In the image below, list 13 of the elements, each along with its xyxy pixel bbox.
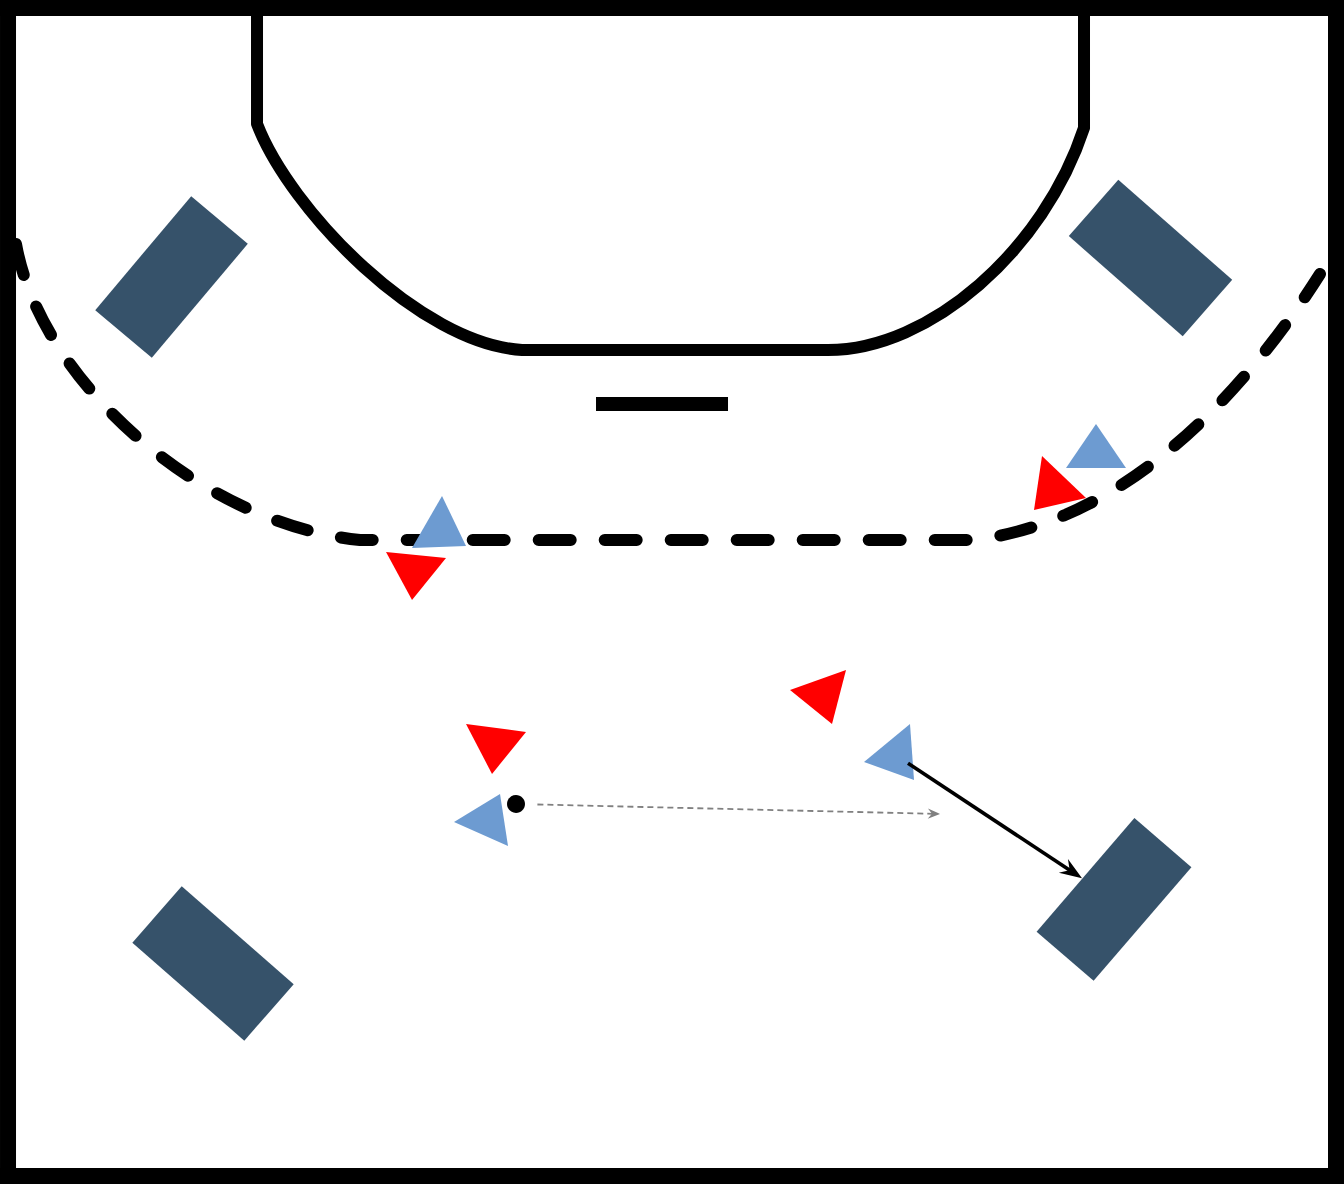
- player-triangle: [1034, 455, 1086, 510]
- mat: [132, 886, 294, 1041]
- mat: [1068, 179, 1233, 337]
- ball: [507, 794, 525, 813]
- player-triangle: [454, 793, 508, 846]
- player-triangle: [412, 495, 466, 548]
- player-triangle: [864, 723, 914, 780]
- player-triangle: [466, 723, 526, 774]
- mat: [95, 196, 248, 358]
- player-triangle: [386, 551, 446, 600]
- player-triangle: [790, 669, 846, 724]
- mat: [1036, 818, 1192, 981]
- player-triangle: [1066, 423, 1126, 468]
